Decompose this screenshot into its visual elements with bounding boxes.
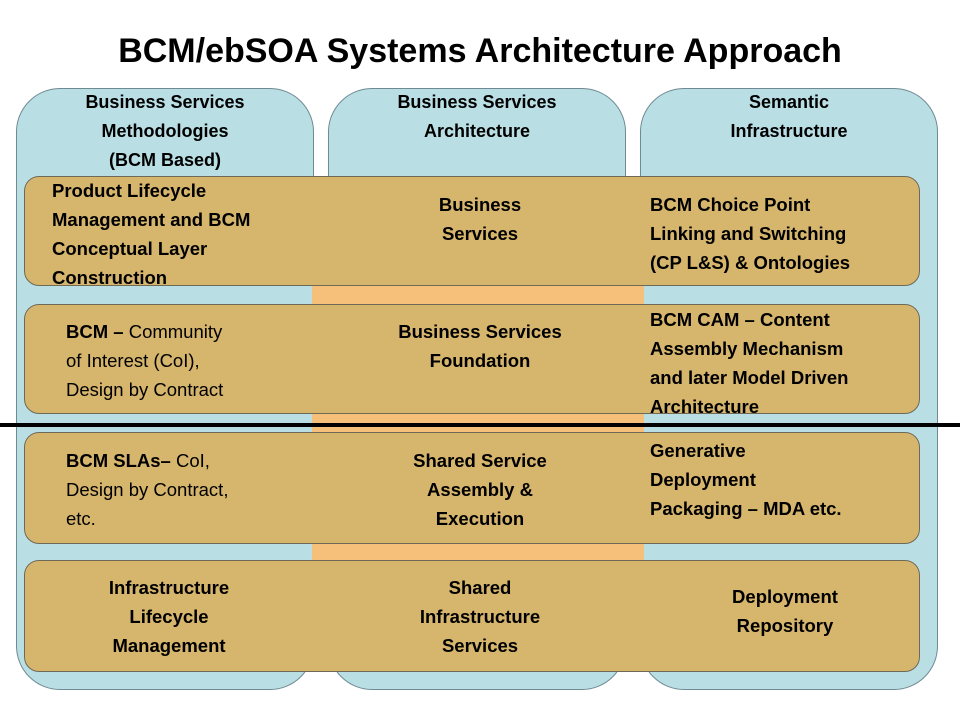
bold-prefix: BCM SLAs– xyxy=(66,450,171,471)
text-line: Lifecycle xyxy=(129,606,209,627)
diagram-title: BCM/ebSOA Systems Architecture Approach xyxy=(118,32,842,70)
text-line: Deployment xyxy=(650,469,756,490)
row3-middle-text: Shared Service Assembly & Execution xyxy=(350,446,610,533)
row4-middle-text: Shared Infrastructure Services xyxy=(350,573,610,660)
column-header-architecture: Business Services Architecture xyxy=(328,88,626,146)
row1-left-text: Product Lifecycle Management and BCM Con… xyxy=(52,176,250,292)
row-box-2 xyxy=(24,304,920,414)
horizontal-divider-line xyxy=(0,423,960,427)
header-line: Architecture xyxy=(423,121,531,141)
row4-right-text: Deployment Repository xyxy=(660,582,910,640)
text-line: and later Model Driven xyxy=(650,367,849,388)
text-line: Infrastructure xyxy=(108,577,230,598)
text-line: etc. xyxy=(66,508,96,529)
row-box-3 xyxy=(24,432,920,544)
text-line: Packaging – MDA etc. xyxy=(650,498,842,519)
text-line: Architecture xyxy=(650,396,759,417)
row2-middle-text: Business Services Foundation xyxy=(350,317,610,375)
text-line: Construction xyxy=(52,267,168,288)
text-line: Design by Contract, xyxy=(66,479,229,500)
row3-left-text: BCM SLAs– CoI, Design by Contract, etc. xyxy=(66,446,228,533)
row4-left-text: Infrastructure Lifecycle Management xyxy=(44,573,294,660)
header-line: Business Services xyxy=(397,92,557,112)
text-line: BCM SLAs– CoI, xyxy=(66,446,228,475)
text-line: Product Lifecycle xyxy=(52,180,207,201)
header-line: Infrastructure xyxy=(730,121,848,141)
text-line: Services xyxy=(441,223,519,244)
text-line: Design by Contract xyxy=(66,379,224,400)
text-line: Deployment xyxy=(732,586,838,607)
column-header-semantic: Semantic Infrastructure xyxy=(640,88,938,146)
text-line: Infrastructure xyxy=(419,606,541,627)
text-line: Generative xyxy=(650,440,746,461)
row2-right-text: BCM CAM – Content Assembly Mechanism and… xyxy=(650,305,848,421)
text-line: BCM Choice Point xyxy=(650,194,811,215)
row1-middle-text: Business Services xyxy=(380,190,580,248)
column-header-methodologies: Business Services Methodologies (BCM Bas… xyxy=(16,88,314,175)
header-line: Semantic xyxy=(748,92,830,112)
text-line: Linking and Switching xyxy=(650,223,847,244)
header-line: (BCM Based) xyxy=(108,150,221,170)
text-line: Management and BCM xyxy=(52,209,251,230)
text-line: BCM CAM – Content xyxy=(650,309,830,330)
text-line: Foundation xyxy=(429,350,531,371)
header-line: Business Services xyxy=(85,92,245,112)
text-line: Conceptual Layer xyxy=(52,238,208,259)
text-rest: CoI, xyxy=(170,450,210,471)
text-line: Assembly Mechanism xyxy=(650,338,844,359)
text-line: Business Services xyxy=(398,321,562,342)
text-line: Shared Service xyxy=(413,450,547,471)
text-line: Services xyxy=(441,635,519,656)
text-line: of Interest (CoI), xyxy=(66,350,200,371)
bold-prefix: BCM – xyxy=(66,321,124,342)
text-line: Execution xyxy=(435,508,525,529)
row3-right-text: Generative Deployment Packaging – MDA et… xyxy=(650,436,842,523)
row-box-1 xyxy=(24,176,920,286)
text-line: Shared xyxy=(448,577,512,598)
text-rest: Community xyxy=(123,321,223,342)
text-line: BCM – Community xyxy=(66,317,223,346)
text-line: (CP L&S) & Ontologies xyxy=(650,252,851,273)
row2-left-text: BCM – Community of Interest (CoI), Desig… xyxy=(66,317,223,404)
text-line: Repository xyxy=(736,615,834,636)
text-line: Management xyxy=(112,635,226,656)
text-line: Assembly & xyxy=(427,479,533,500)
text-line: Business xyxy=(438,194,522,215)
row1-right-text: BCM Choice Point Linking and Switching (… xyxy=(650,190,850,277)
header-line: Methodologies xyxy=(101,121,229,141)
row-box-4 xyxy=(24,560,920,672)
